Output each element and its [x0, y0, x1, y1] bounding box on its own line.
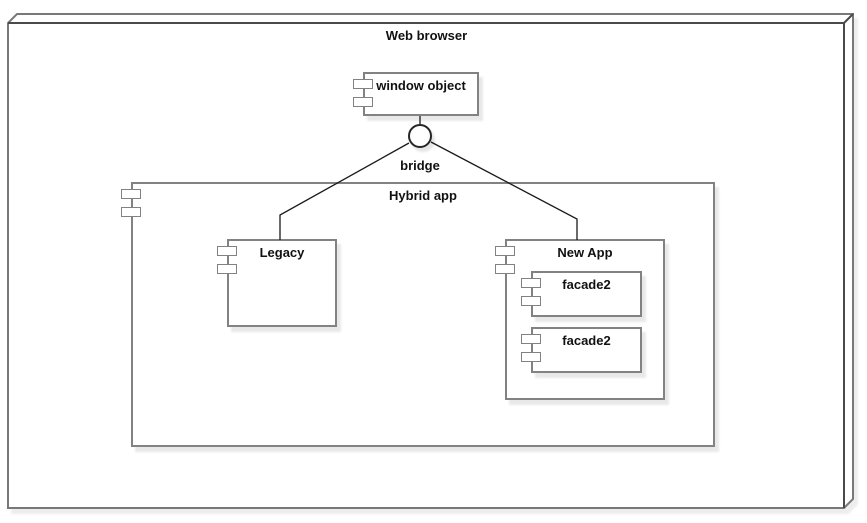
component-legacy-label: Legacy [259, 245, 305, 260]
component-icon [495, 264, 515, 274]
component-hybrid-app-label: Hybrid app [389, 188, 457, 203]
component-legacy: Legacy [217, 239, 337, 327]
component-new-app-label: New App [557, 245, 613, 260]
component-new-app: New App [495, 239, 665, 400]
bridge-interface-label: bridge [400, 158, 440, 173]
component-icon [353, 97, 373, 107]
component-window-object-label: window object [376, 78, 466, 93]
component-icon [121, 189, 141, 199]
component-facade2-a: facade2 [521, 271, 642, 317]
component-icon [217, 246, 237, 256]
component-icon [121, 207, 141, 217]
component-icon [521, 334, 541, 344]
component-icon [353, 79, 373, 89]
component-facade2-b-label: facade2 [562, 333, 611, 348]
component-icon [217, 264, 237, 274]
component-icon [521, 278, 541, 288]
component-icon [521, 352, 541, 362]
component-icon [495, 246, 515, 256]
component-window-object: window object [353, 72, 479, 116]
component-facade2-a-label: facade2 [562, 277, 611, 292]
component-icon [521, 296, 541, 306]
component-facade2-b: facade2 [521, 327, 642, 373]
bridge-interface-circle [408, 124, 432, 148]
node-title: Web browser [385, 28, 468, 43]
